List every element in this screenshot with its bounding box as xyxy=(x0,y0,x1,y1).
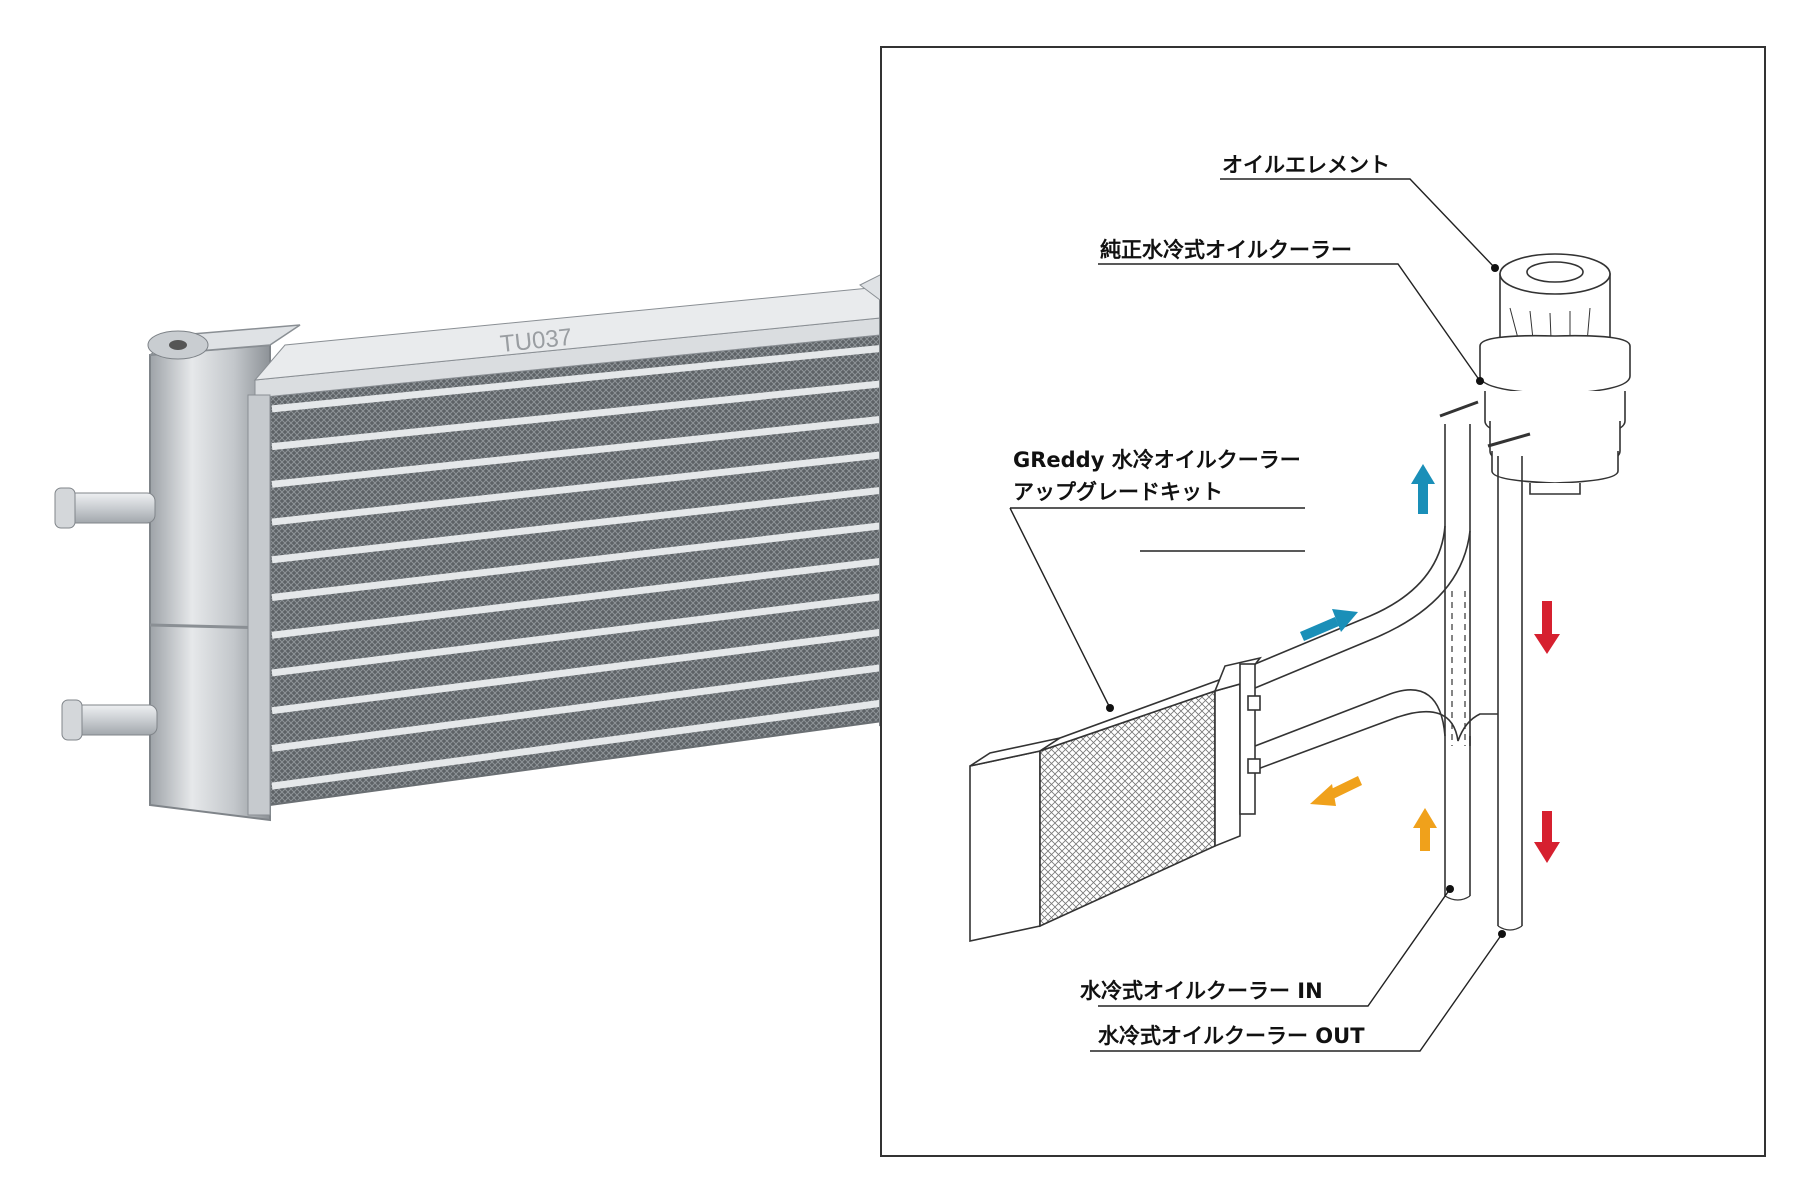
coolant-pipes xyxy=(1254,400,1531,931)
pipe-vertical-left xyxy=(1444,424,1471,896)
core-tube xyxy=(271,450,889,526)
label-oem-cooler: 純正水冷式オイルクーラー xyxy=(1100,238,1352,262)
core-tube xyxy=(271,379,889,451)
leader-cooler-out xyxy=(1090,933,1503,1052)
flow-arrow-orange-diagonal xyxy=(1310,776,1362,806)
oil-element xyxy=(1479,253,1631,495)
leader-oil-element xyxy=(1220,178,1496,269)
core-tube xyxy=(271,415,889,488)
label-cooler-out: 水冷式オイルクーラー OUT xyxy=(1098,1024,1365,1048)
label-cooler-in: 水冷式オイルクーラー IN xyxy=(1080,979,1323,1003)
product-photo: TU037 xyxy=(54,254,1000,822)
core-tube xyxy=(271,486,889,564)
core-tube xyxy=(271,627,889,715)
core-tube xyxy=(271,663,889,752)
label-kit-line1: GReddy 水冷オイルクーラー xyxy=(1013,448,1301,472)
label-oil-element: オイルエレメント xyxy=(1222,153,1390,177)
kit-oil-cooler xyxy=(969,656,1262,942)
hose-pipe-upper xyxy=(54,487,156,529)
weld-strip-left xyxy=(247,394,271,816)
core-tube xyxy=(271,592,889,677)
flow-arrow-blue-up xyxy=(1411,464,1435,514)
core-tube xyxy=(271,698,889,790)
plumbing-diagram: オイルエレメント 純正水冷式オイルクーラー GReddy 水冷オイルクーラー ア… xyxy=(969,153,1631,1052)
pipe-lower-bend xyxy=(1254,689,1498,771)
left-tank xyxy=(147,324,301,822)
core-tube xyxy=(271,344,889,413)
pipe-upper-bend xyxy=(1254,525,1471,689)
leader-cooler-in xyxy=(1098,888,1451,1007)
leader-kit xyxy=(1009,507,1305,709)
leader-dots xyxy=(1106,264,1506,938)
flow-arrow-blue-diagonal xyxy=(1300,609,1358,641)
diagram-frame xyxy=(880,46,1766,1157)
flow-arrow-orange-up xyxy=(1413,808,1437,851)
pipe-vertical-right xyxy=(1497,456,1523,926)
core-tube xyxy=(271,521,889,601)
label-kit-line2: アップグレードキット xyxy=(1013,480,1223,504)
radiator-core xyxy=(269,328,891,807)
core-tube xyxy=(271,556,889,639)
flow-arrow-red-down-lower xyxy=(1534,811,1560,863)
leader-lines xyxy=(1009,178,1503,1052)
flow-arrow-red-down-upper xyxy=(1534,601,1560,654)
leader-oem-cooler xyxy=(1098,263,1481,382)
hose-pipe-lower xyxy=(61,699,158,741)
